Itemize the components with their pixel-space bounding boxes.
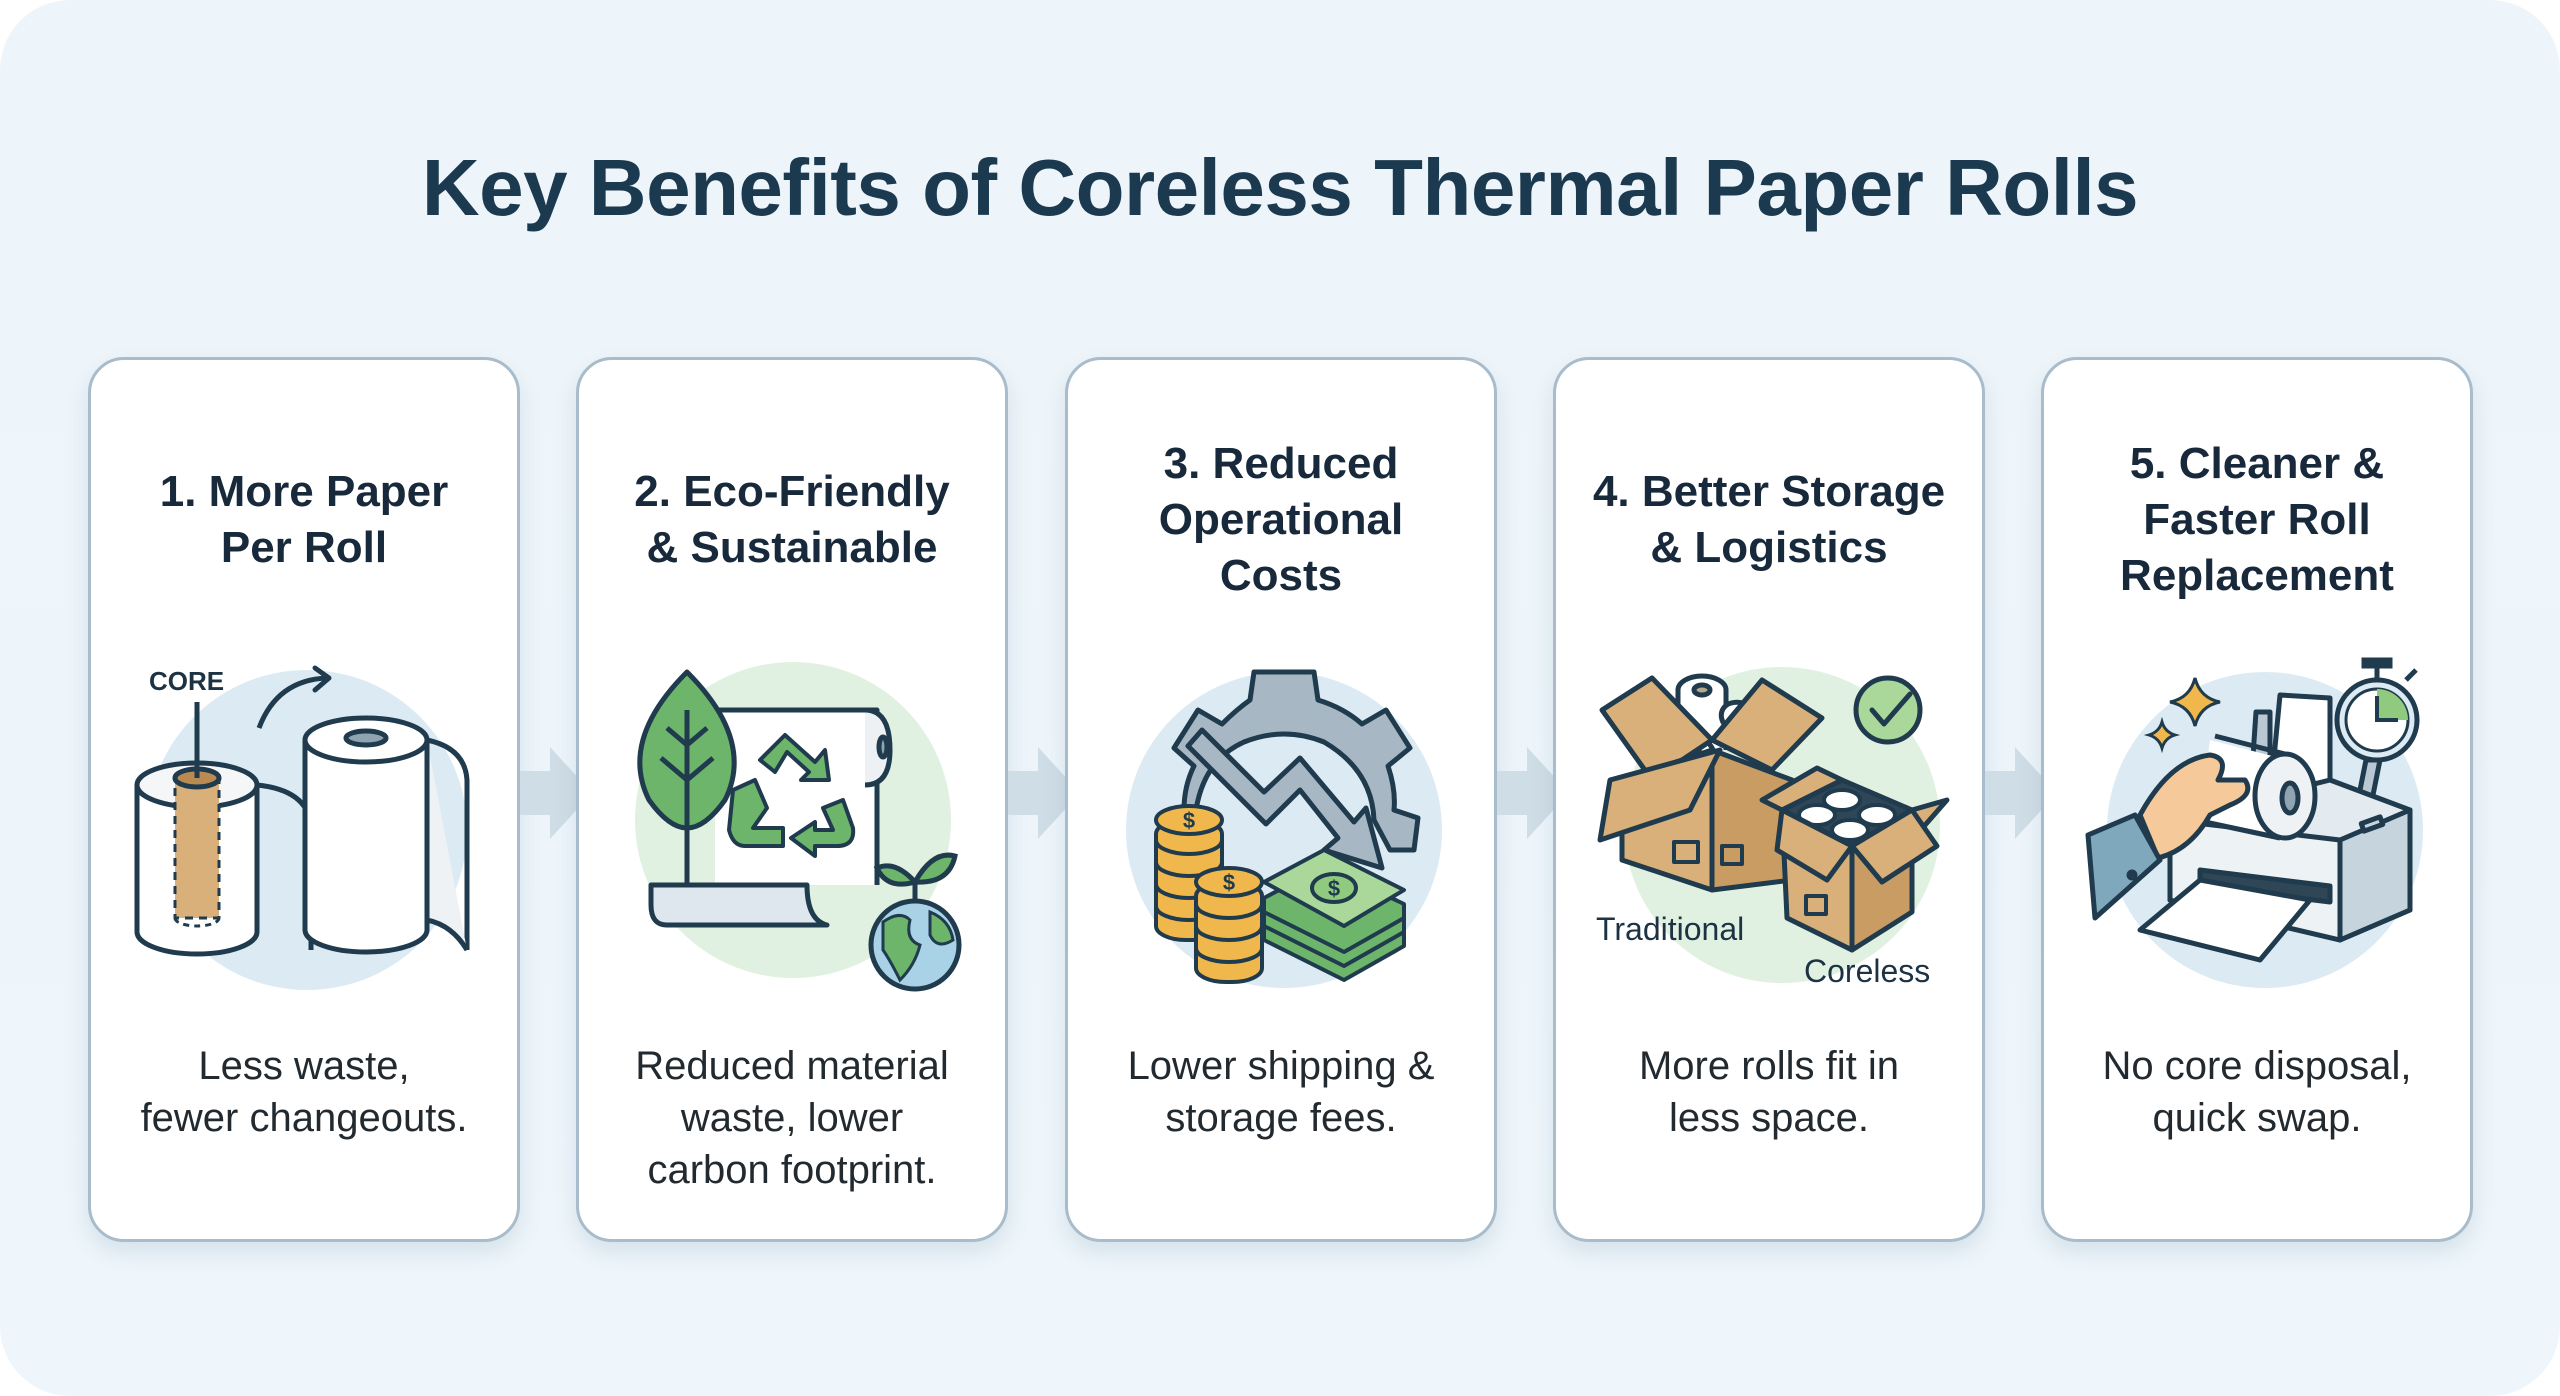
benefit-card-3: 3. Reduced Operational Costs $ $ [1065, 357, 1497, 1242]
card-title: 3. Reduced Operational Costs [1158, 439, 1404, 600]
flow-arrow-4 [1985, 747, 2057, 839]
page-title: Key Benefits of Coreless Thermal Paper R… [421, 143, 2139, 232]
card-title: 1. More Paper Per Roll [159, 467, 449, 572]
svg-text:Coreless: Coreless [1804, 953, 1930, 989]
hand-printer-stopwatch-icon [2080, 650, 2440, 1010]
svg-text:$: $ [1328, 876, 1340, 901]
benefit-card-4: 4. Better Storage & Logistics [1553, 357, 1985, 1242]
card-description: Less waste, fewer changeouts. [140, 1044, 468, 1140]
gear-down-arrow-money-icon: $ $ $ [1104, 650, 1464, 1010]
paper-roll-core-comparison-icon: CORE [127, 650, 487, 1010]
flow-arrow-3 [1497, 747, 1569, 839]
card-title: 4. Better Storage & Logistics [1592, 467, 1946, 572]
svg-text:Traditional: Traditional [1596, 911, 1744, 947]
benefit-card-5: 5. Cleaner & Faster Roll Replacement [2041, 357, 2473, 1242]
card-description: No core disposal, quick swap. [2102, 1044, 2412, 1140]
leaf-recycle-globe-icon [615, 650, 975, 1010]
flow-arrow-1 [520, 747, 592, 839]
svg-text:$: $ [1223, 870, 1235, 895]
card-description: Reduced material waste, lower carbon foo… [635, 1044, 949, 1192]
benefit-card-1: 1. More Paper Per Roll CORE [88, 357, 520, 1242]
benefit-card-2: 2. Eco-Friendly & Sustainable [576, 357, 1008, 1242]
card-title: 2. Eco-Friendly & Sustainable [634, 467, 950, 572]
card-description: More rolls fit in less space. [1638, 1044, 1900, 1140]
card-title: 5. Cleaner & Faster Roll Replacement [2120, 439, 2394, 600]
svg-text:$: $ [1183, 808, 1195, 833]
boxes-comparison-check-icon: Traditional Coreless [1592, 650, 1952, 1010]
flow-arrow-2 [1008, 747, 1080, 839]
card-description: Lower shipping & storage fees. [1127, 1044, 1435, 1140]
svg-text:CORE: CORE [149, 666, 224, 696]
